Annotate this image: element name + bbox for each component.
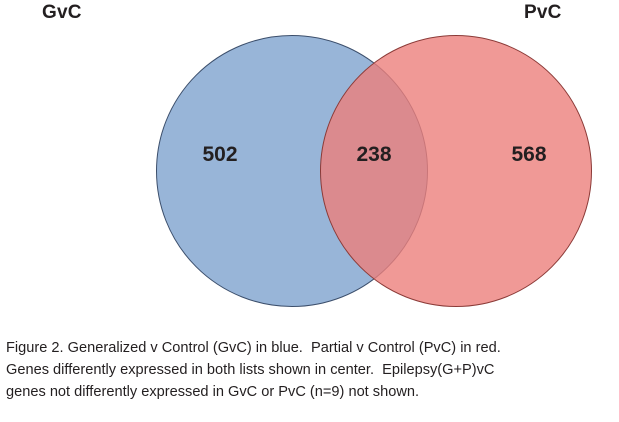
count-gvc-only: 502 — [202, 143, 238, 166]
figure-caption: Figure 2. Generalized v Control (GvC) in… — [6, 337, 618, 403]
venn-circle-pvc — [320, 35, 592, 307]
venn-diagram: 502 238 568 — [0, 28, 619, 318]
caption-line-3: genes not differently expressed in GvC o… — [6, 384, 420, 400]
count-pvc-only: 568 — [511, 143, 547, 166]
caption-line-2: Genes differently expressed in both list… — [6, 362, 495, 378]
caption-line-1: Figure 2. Generalized v Control (GvC) in… — [6, 340, 501, 356]
set-label-pvc: PvC — [524, 2, 562, 23]
set-label-gvc: GvC — [42, 2, 82, 23]
count-intersection: 238 — [356, 143, 392, 166]
